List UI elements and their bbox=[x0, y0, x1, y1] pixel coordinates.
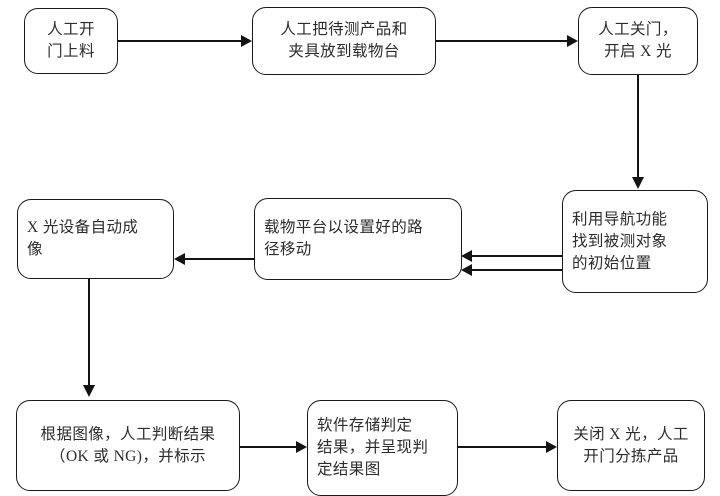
flow-node-close-xray-sort-product[interactable]: 关闭 X 光，人工 开门分拣产品 bbox=[557, 400, 705, 491]
flow-node-label: 根据图像，人工判断结果 （OK 或 NG)，并标示 bbox=[40, 425, 216, 465]
arrowhead-place-to-closedoor bbox=[567, 35, 578, 47]
arrowhead-load-to-place bbox=[241, 35, 252, 47]
flow-node-label: 人工关门， 开启 X 光 bbox=[598, 21, 678, 60]
flow-node-label: 人工把待测产品和 夹具放到载物台 bbox=[280, 21, 408, 60]
flow-node-label: X 光设备自动成 像 bbox=[27, 219, 139, 258]
arrowhead-judge-to-store bbox=[296, 441, 307, 453]
flow-node-label: 软件存储判定 结果，并呈现判 定结果图 bbox=[317, 417, 429, 478]
flow-node-label: 人工开 门上料 bbox=[47, 21, 95, 60]
flow-node-software-store-result[interactable]: 软件存储判定 结果，并呈现判 定结果图 bbox=[307, 400, 458, 496]
flow-node-stage-moves-path[interactable]: 载物平台以设置好的路 径移动 bbox=[254, 198, 462, 280]
arrowhead-stage-to-imaging bbox=[174, 253, 185, 265]
arrowhead-imaging-to-judge bbox=[83, 385, 95, 397]
connector-imaging-to-judge bbox=[88, 279, 90, 387]
connector-load-to-place bbox=[118, 40, 242, 42]
connector-judge-to-store bbox=[240, 446, 298, 448]
flow-node-label: 利用导航功能 找到被测对象 的初始位置 bbox=[572, 210, 668, 272]
flow-node-close-door-start-xray[interactable]: 人工关门， 开启 X 光 bbox=[578, 7, 698, 75]
arrowhead-navigate-to-stage-upper bbox=[461, 250, 472, 262]
connector-store-to-close bbox=[458, 446, 548, 448]
arrowhead-closedoor-to-navigate bbox=[632, 177, 644, 189]
arrowhead-store-to-close bbox=[546, 441, 557, 453]
connector-navigate-to-stage-upper bbox=[471, 255, 563, 257]
flow-node-manual-judge-result[interactable]: 根据图像，人工判断结果 （OK 或 NG)，并标示 bbox=[16, 400, 240, 491]
flow-node-manual-open-door-load[interactable]: 人工开 门上料 bbox=[24, 8, 118, 74]
flow-node-navigate-find-target[interactable]: 利用导航功能 找到被测对象 的初始位置 bbox=[562, 190, 708, 293]
connector-navigate-to-stage-lower bbox=[471, 269, 563, 271]
connector-stage-to-imaging bbox=[184, 258, 255, 260]
flow-node-xray-auto-imaging[interactable]: X 光设备自动成 像 bbox=[17, 199, 174, 279]
flow-node-place-product-fixture[interactable]: 人工把待测产品和 夹具放到载物台 bbox=[252, 7, 436, 75]
connector-closedoor-to-navigate bbox=[637, 75, 639, 179]
flow-node-label: 载物平台以设置好的路 径移动 bbox=[264, 219, 424, 258]
flow-node-label: 关闭 X 光，人工 开门分拣产品 bbox=[573, 425, 689, 465]
connector-place-to-closedoor bbox=[436, 40, 568, 42]
arrowhead-navigate-to-stage-lower bbox=[461, 264, 472, 276]
